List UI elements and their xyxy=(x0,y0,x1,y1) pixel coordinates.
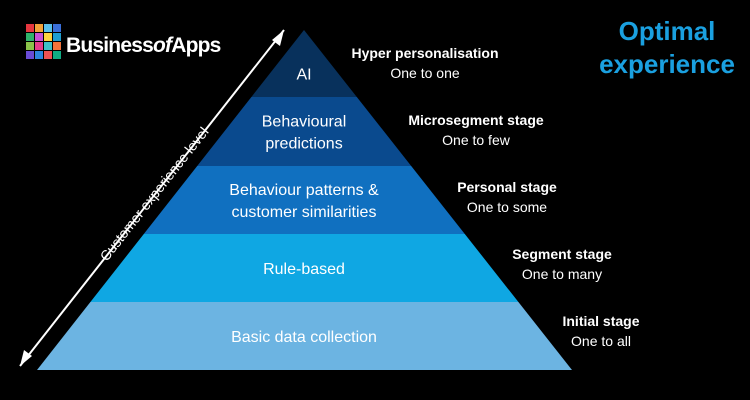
logo-tile xyxy=(53,24,61,32)
logo-tile xyxy=(35,51,43,59)
logo-tile xyxy=(44,33,52,41)
logo-tile xyxy=(44,51,52,59)
axis-line xyxy=(19,29,285,367)
pyramid-tier-label: customer similarities xyxy=(232,204,377,221)
pyramid-tier xyxy=(37,302,572,370)
brand-wordmark: BusinessofApps xyxy=(66,34,221,57)
pyramid-tier-label: Behavioural xyxy=(262,114,347,131)
stage-subtitle: One to many xyxy=(522,266,602,282)
stage-subtitle: One to few xyxy=(442,132,511,148)
pyramid-tier xyxy=(143,166,465,234)
logo-tile xyxy=(53,33,61,41)
logo-tile xyxy=(35,42,43,50)
logo-tile xyxy=(44,24,52,32)
logo-tile xyxy=(53,51,61,59)
stage-title: Hyper personalisation xyxy=(351,45,498,61)
brand-name-part1: Business xyxy=(66,34,153,57)
heading-line-2: experience xyxy=(599,49,735,79)
logo-tile xyxy=(26,42,34,50)
pyramid-tier-label: predictions xyxy=(265,136,342,153)
logo-tile xyxy=(26,33,34,41)
axis-arrowhead-bottom xyxy=(20,350,32,366)
stage-subtitle: One to some xyxy=(467,199,547,215)
brand-name-part3: Apps xyxy=(171,34,220,57)
stage-subtitle: One to one xyxy=(390,65,459,81)
stage-title: Microsegment stage xyxy=(408,112,544,128)
logo-tile-grid xyxy=(26,24,61,59)
pyramid-tier-label: Basic data collection xyxy=(231,329,377,346)
pyramid-tier xyxy=(90,234,519,302)
logo-tile xyxy=(35,24,43,32)
pyramid-tier xyxy=(251,30,357,97)
optimal-experience-heading: Optimal experience xyxy=(599,16,735,79)
pyramid-tier-label: Behaviour patterns & xyxy=(229,182,379,199)
logo-tile xyxy=(26,51,34,59)
stage-subtitle: One to all xyxy=(571,333,631,349)
logo-tile xyxy=(53,42,61,50)
pyramid-tier-label: AI xyxy=(296,67,311,84)
pyramid-tier-label: Rule-based xyxy=(263,261,345,278)
stage-title: Initial stage xyxy=(562,313,639,329)
stage-title: Segment stage xyxy=(512,246,612,262)
logo-tile xyxy=(44,42,52,50)
logo-tile xyxy=(26,24,34,32)
pyramid-tier xyxy=(197,97,412,166)
brand-logo: BusinessofApps xyxy=(26,24,221,59)
stage-title: Personal stage xyxy=(457,179,557,195)
heading-line-1: Optimal xyxy=(619,16,716,46)
brand-name-part2: of xyxy=(153,34,174,57)
logo-tile xyxy=(35,33,43,41)
axis-arrowhead-top xyxy=(272,30,284,46)
